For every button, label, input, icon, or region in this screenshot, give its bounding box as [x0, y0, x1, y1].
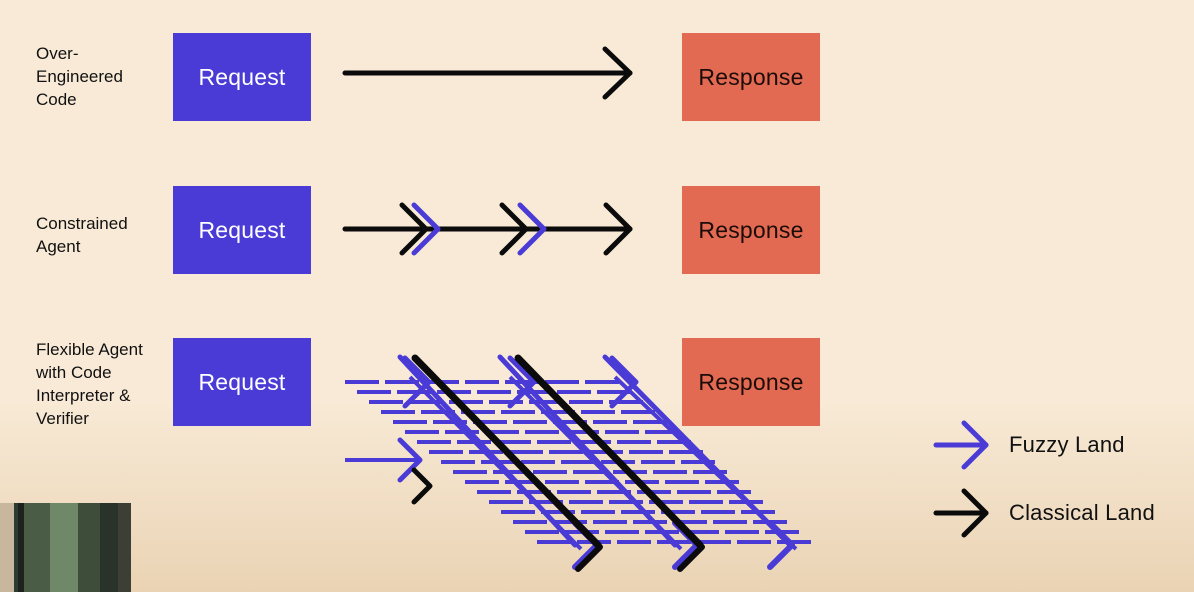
classical-chevron	[411, 467, 433, 505]
request-box-flexible-agent: Request	[173, 338, 311, 426]
classical-chevron	[499, 202, 529, 256]
classical-chevron	[677, 522, 705, 572]
classical-chevron	[575, 522, 603, 572]
classical-arrow-row1	[342, 46, 633, 100]
fuzzy-chevron	[517, 202, 547, 256]
fuzzy-diagonal	[508, 375, 683, 551]
response-box-over-engineered: Response	[682, 33, 820, 121]
fuzzy-chevron	[402, 355, 432, 409]
row-label-flexible-agent: Flexible Agent with Code Interpreter & V…	[36, 340, 143, 428]
fuzzy-chevron	[609, 355, 639, 409]
legend-classical-arrow	[933, 488, 989, 538]
flexible-agent-lattice	[345, 354, 817, 572]
legend-classical-label: Classical Land	[1009, 500, 1155, 525]
response-box-flexible-agent: Response	[682, 338, 820, 426]
request-box-over-engineered: Request	[173, 33, 311, 121]
legend-fuzzy-label: Fuzzy Land	[1009, 432, 1125, 457]
webcam-window-frame	[18, 503, 24, 592]
classical-diagonal	[514, 354, 704, 549]
fuzzy-chevron	[397, 437, 423, 483]
classical-chevron	[399, 202, 429, 256]
fuzzy-chevron	[507, 355, 537, 409]
constrained-agent-arrows	[342, 202, 633, 256]
fuzzy-chevron	[767, 520, 795, 570]
classical-diagonal	[411, 354, 602, 549]
row-label-constrained-agent: Constrained Agent	[36, 214, 128, 256]
fuzzy-diagonal	[613, 375, 798, 551]
fuzzy-diagonal	[408, 375, 583, 551]
request-box-constrained-agent: Request	[173, 186, 311, 274]
row-label-over-engineered: Over- Engineered Code	[36, 44, 123, 109]
classical-chevron	[603, 202, 633, 256]
legend-fuzzy-arrow	[933, 420, 989, 470]
response-box-constrained-agent: Response	[682, 186, 820, 274]
fuzzy-chevron	[411, 202, 441, 256]
